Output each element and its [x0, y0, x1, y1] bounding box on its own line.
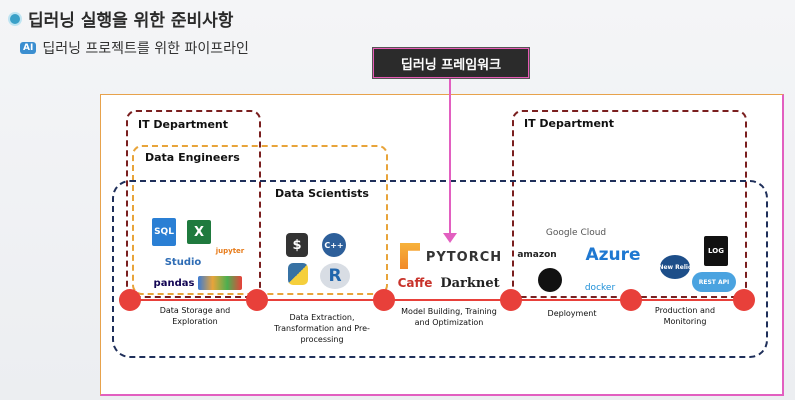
- pipeline-node: [620, 289, 642, 311]
- data-scientists-box: [112, 180, 768, 358]
- github-icon: [538, 268, 562, 292]
- framework-callout: 딥러닝 프레임워크: [373, 48, 529, 78]
- bash-icon: $: [286, 233, 308, 257]
- pipeline-track: [130, 299, 744, 301]
- pipeline-node: [500, 289, 522, 311]
- ai-badge-icon: AI: [20, 42, 37, 54]
- pipeline-node: [733, 289, 755, 311]
- gear-icon: [8, 11, 22, 26]
- newrelic-icon: New Relic: [658, 255, 692, 279]
- it-department-left-box: [126, 110, 261, 298]
- jupyter-icon: jupyter: [215, 247, 245, 255]
- google-cloud-icon: Google Cloud: [545, 228, 607, 238]
- callout-arrow-icon: [443, 233, 457, 243]
- it-department-left-label: IT Department: [138, 118, 229, 131]
- pipeline-node: [119, 289, 141, 311]
- sql-icon: SQL: [152, 218, 176, 246]
- page-subtitle-text: 딥러닝 프로젝트를 위한 파이프라인: [42, 41, 249, 57]
- excel-icon: X: [187, 220, 211, 244]
- log-icon: LOG: [704, 236, 728, 266]
- cpp-icon: C++: [322, 233, 346, 257]
- it-department-right-label: IT Department: [524, 117, 615, 130]
- rstudio-icon: Studio: [164, 256, 202, 268]
- page-title: 딥러닝 실행을 위한 준비사항: [8, 6, 233, 31]
- data-scientists-label: Data Scientists: [275, 187, 369, 200]
- azure-icon: Azure: [585, 245, 641, 265]
- python-icon: [288, 263, 308, 285]
- callout-line: [449, 77, 451, 237]
- page-subtitle: AI 딥러닝 프로젝트를 위한 파이프라인: [20, 38, 249, 58]
- stage-label-production: Production and Monitoring: [654, 306, 716, 326]
- docker-icon: docker: [584, 283, 616, 293]
- stage-label-model: Model Building, Training and Optimizatio…: [401, 307, 497, 327]
- pandas-icon: pandas: [153, 277, 195, 289]
- darknet-icon: Darknet: [440, 275, 500, 291]
- pipeline-node: [373, 289, 395, 311]
- data-engineers-label: Data Engineers: [145, 151, 240, 164]
- caffe-icon: Caffe: [397, 276, 433, 290]
- amazon-icon: amazon: [517, 250, 557, 260]
- pipeline-slide: [100, 94, 784, 396]
- rest-api-icon: REST API: [692, 272, 736, 292]
- r-icon: R: [320, 263, 350, 289]
- matplotlib-icon: [198, 276, 242, 290]
- stage-label-deployment: Deployment: [547, 309, 597, 318]
- pytorch-icon: PYTORCH: [425, 249, 503, 265]
- stage-label-storage: Data Storage and Exploration: [159, 306, 231, 326]
- pipeline-node: [246, 289, 268, 311]
- stage-label-extraction: Data Extraction, Transformation and Pre-…: [274, 313, 370, 344]
- page-title-text: 딥러닝 실행을 위한 준비사항: [28, 11, 234, 31]
